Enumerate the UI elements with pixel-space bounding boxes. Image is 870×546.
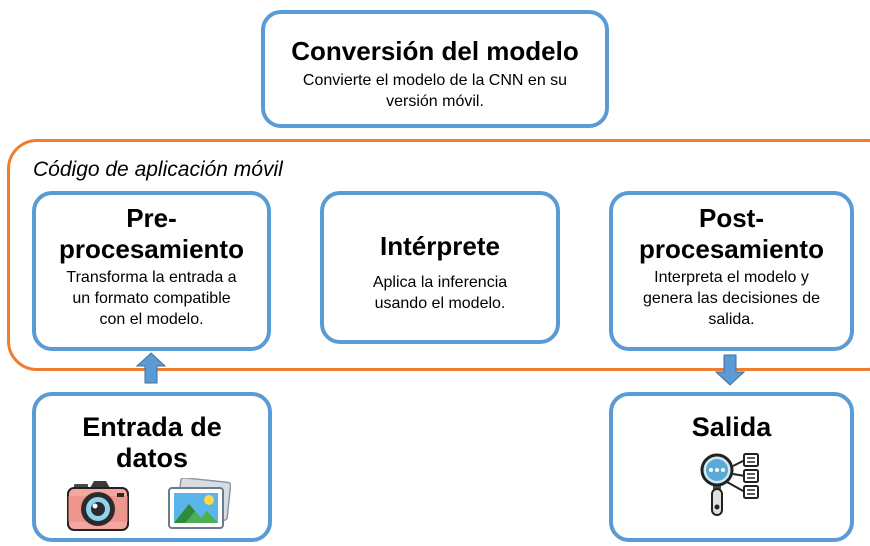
postprocessing-title-line1: Post-: [699, 203, 764, 233]
output-title: Salida: [691, 412, 772, 442]
interpreter-desc-line2: usando el modelo.: [374, 295, 506, 312]
interpreter-box: Intérprete Aplica la inferencia usando e…: [320, 191, 560, 344]
preprocessing-desc-line1: Transforma la entrada a: [66, 269, 237, 286]
model-conversion-desc-line2: versión móvil.: [386, 93, 484, 110]
arrow-up-icon: [136, 352, 166, 384]
model-conversion-title: Conversión del modelo: [291, 36, 579, 66]
postprocessing-title-line2: procesamiento: [639, 234, 824, 264]
arrow-down-icon: [715, 354, 745, 386]
model-conversion-desc-line1: Convierte el modelo de la CNN en su: [302, 72, 568, 89]
preprocessing-desc-line3: con el modelo.: [99, 311, 204, 328]
data-input-title-line2: datos: [115, 443, 188, 473]
mobile-app-code-group: [7, 139, 870, 371]
data-input-title-line1: Entrada de: [82, 412, 222, 442]
preprocessing-desc-line2: un formato compatible: [72, 290, 231, 307]
model-conversion-box: Conversión del modelo Convierte el model…: [261, 10, 609, 128]
preprocessing-box: Pre- procesamiento Transforma la entrada…: [32, 191, 271, 351]
postprocessing-desc-line3: salida.: [708, 311, 755, 328]
magnifier-list-icon: [700, 453, 759, 516]
postprocessing-desc-line2: genera las decisiones de: [642, 290, 820, 307]
postprocessing-box: Post- procesamiento Interpreta el modelo…: [609, 191, 854, 351]
interpreter-desc-line1: Aplica la inferencia: [372, 274, 508, 291]
preprocessing-title-line2: procesamiento: [59, 234, 244, 264]
image-icon: [168, 478, 231, 529]
interpreter-title: Intérprete: [380, 231, 500, 261]
mobile-app-code-label: Código de aplicación móvil: [33, 158, 283, 181]
preprocessing-title-line1: Pre-: [126, 203, 177, 233]
camera-icon: [67, 481, 129, 531]
postprocessing-desc-line1: Interpreta el modelo y: [654, 269, 809, 286]
